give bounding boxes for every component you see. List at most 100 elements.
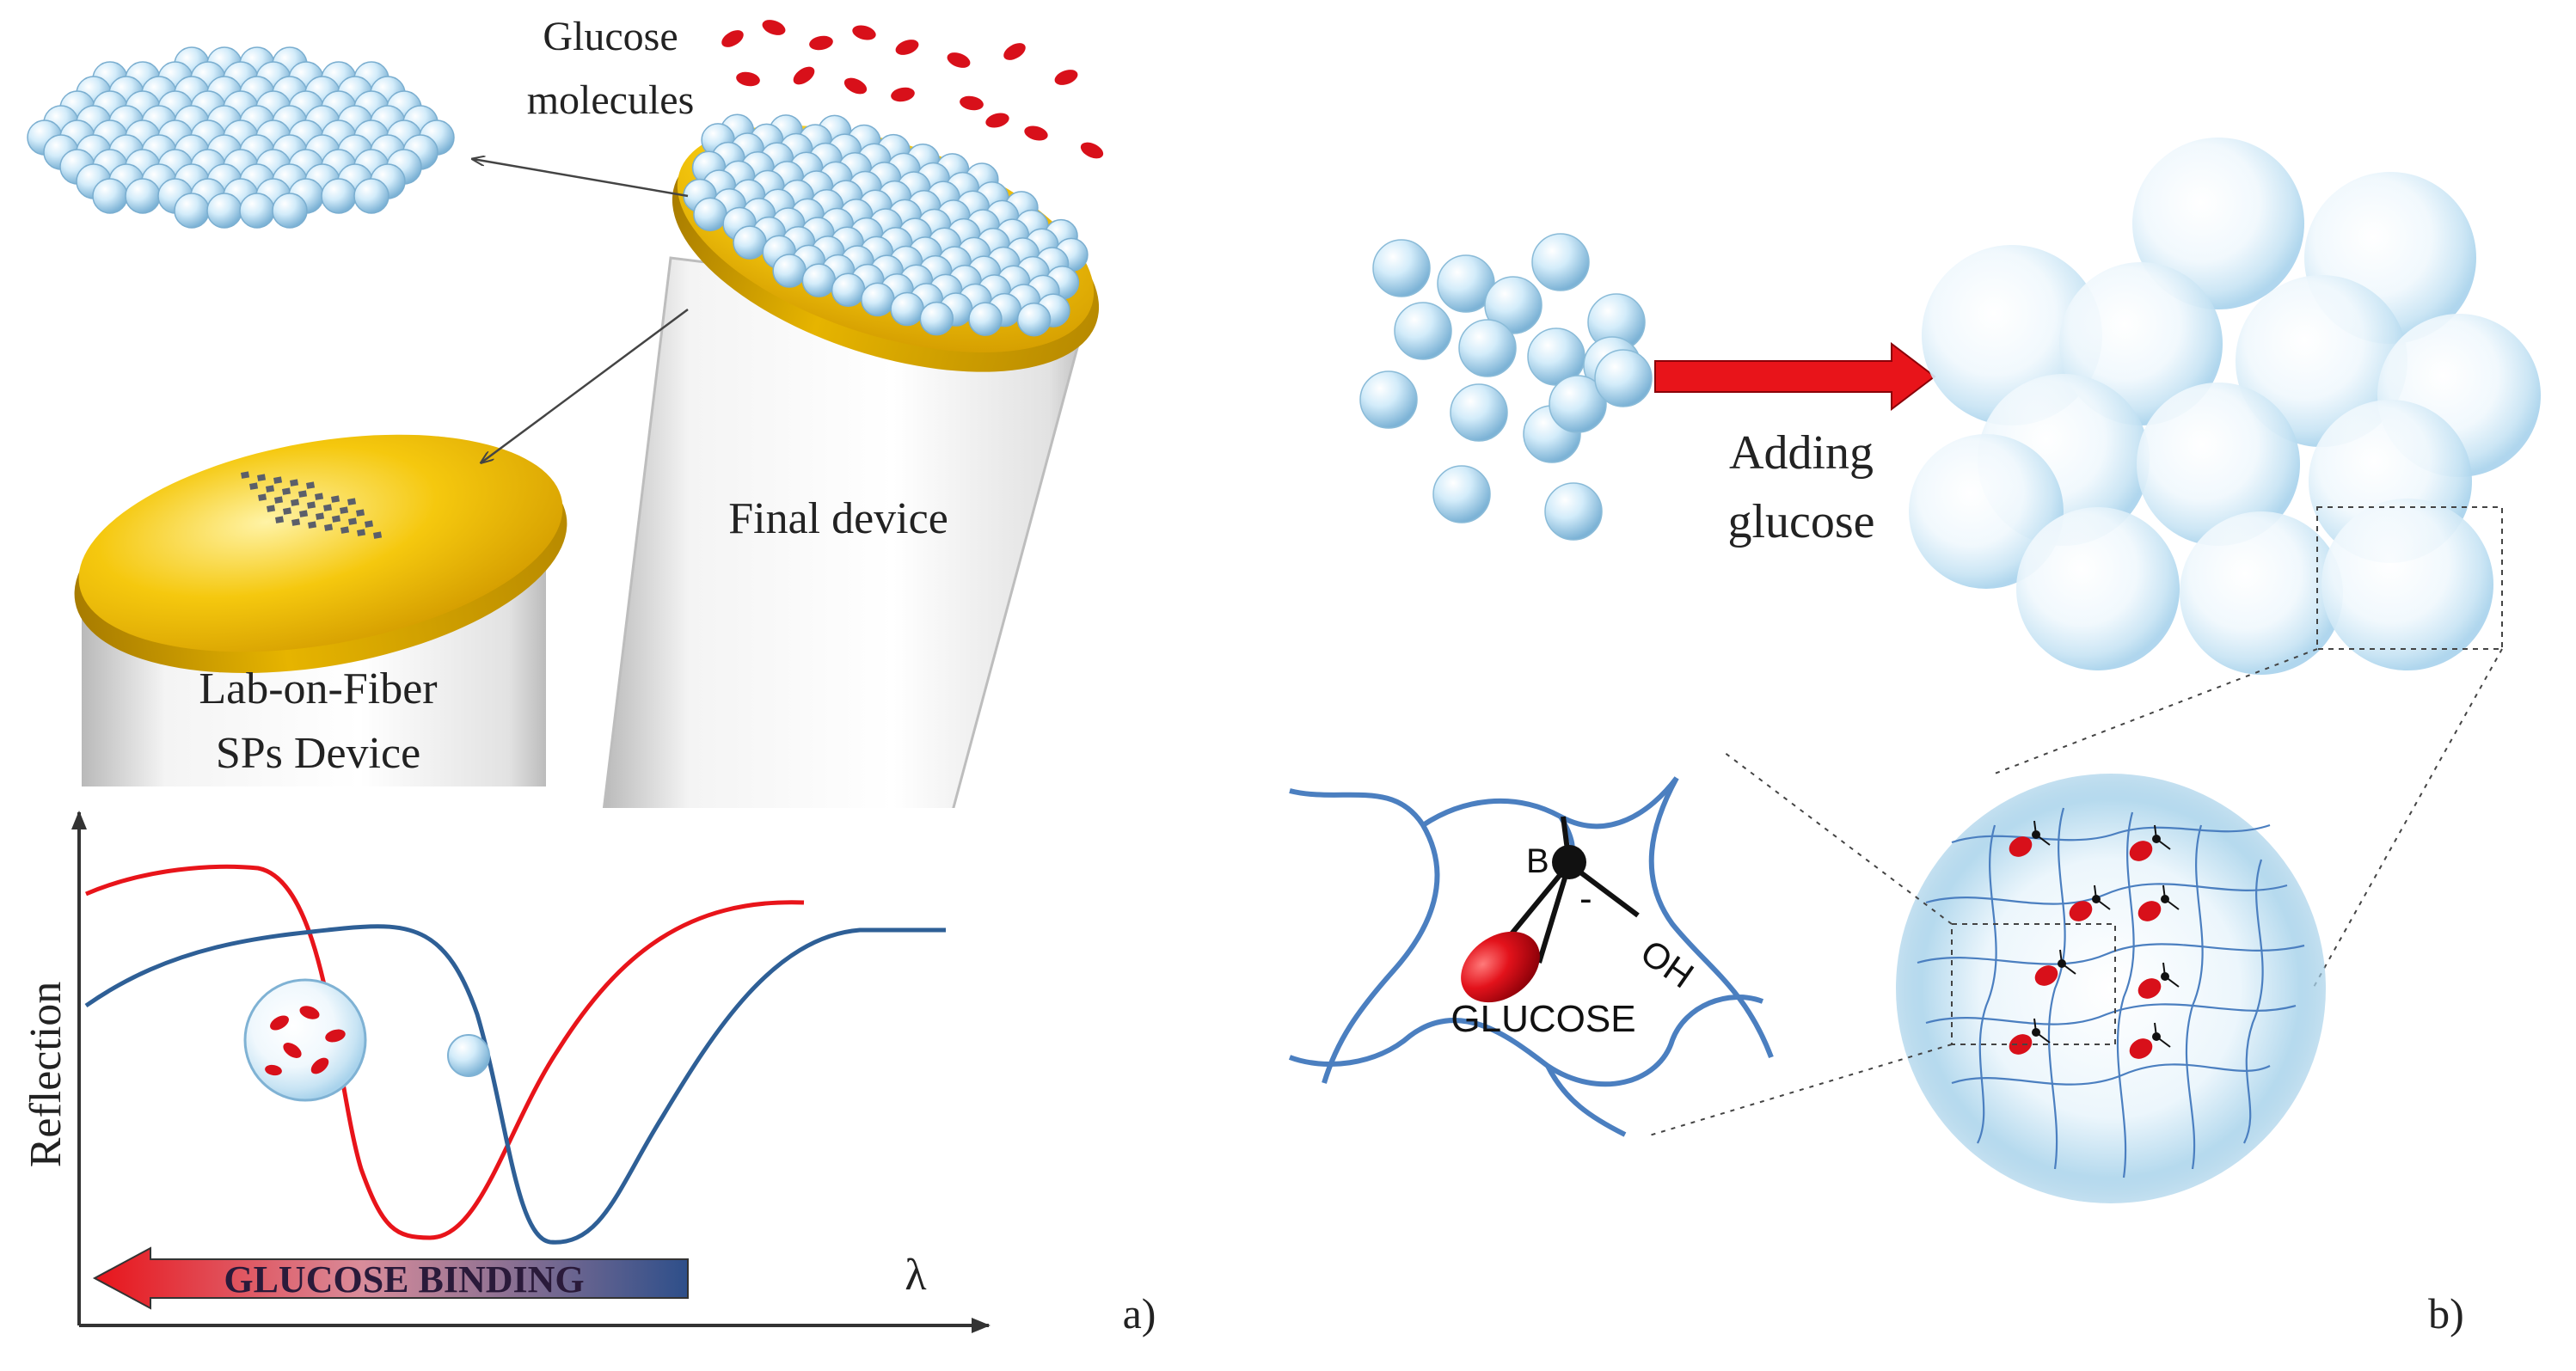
bond xyxy=(2061,963,2076,975)
microgel-with-glucose-icon xyxy=(243,978,367,1102)
glucose-molecule xyxy=(2009,1034,2033,1055)
bond xyxy=(2059,949,2063,964)
nanohole xyxy=(322,504,333,511)
nanohole xyxy=(248,482,259,490)
boron-label: B xyxy=(1526,842,1549,880)
nanohole xyxy=(340,506,349,514)
nanoparticle xyxy=(353,178,389,214)
glucose-molecule xyxy=(852,25,876,40)
nanohole xyxy=(356,509,365,517)
inner-guide-bottom xyxy=(1646,1044,1953,1137)
nanoparticle xyxy=(272,193,308,229)
nanohole xyxy=(298,510,309,517)
network-strand xyxy=(1951,1063,2271,1086)
nanohole xyxy=(297,490,308,498)
nanohole xyxy=(267,505,276,512)
nanoparticle xyxy=(801,263,837,297)
bond xyxy=(2156,838,2171,850)
nanoparticle xyxy=(693,197,727,232)
nanohole xyxy=(257,474,267,481)
bond xyxy=(2035,1031,2051,1044)
glucose-binding-label: GLUCOSE BINDING xyxy=(224,1258,584,1301)
network-strand xyxy=(2116,811,2135,1178)
nanoparticle xyxy=(174,193,210,229)
nanoparticle xyxy=(92,178,128,214)
nanohole xyxy=(306,481,316,489)
glucose-molecule xyxy=(2034,965,2058,986)
shrunk-microgel xyxy=(1359,370,1418,429)
inner-selection-box xyxy=(1951,923,2116,1045)
shrunk-microgel xyxy=(1531,233,1590,291)
nanohole xyxy=(291,518,301,526)
glucose-binding-arrow: GLUCOSE BINDING xyxy=(92,1246,689,1310)
nanoparticle-monolayer xyxy=(27,46,455,229)
glucose-molecule xyxy=(2137,978,2162,999)
zoom-guide-right xyxy=(2312,648,2503,989)
bond xyxy=(2154,1022,2157,1037)
reflection-plot: Reflection λ GLUCOSE BINDING xyxy=(21,808,991,1341)
network-strand xyxy=(1917,943,2305,965)
swollen-microgel xyxy=(2016,507,2180,670)
red-reflection-curve xyxy=(85,864,805,1240)
nanohole xyxy=(315,493,324,500)
bond xyxy=(2035,834,2051,846)
nanohole xyxy=(357,529,366,536)
bond xyxy=(2154,824,2157,840)
adding-glucose-label-line2: glucose xyxy=(1727,495,1874,548)
nanohole xyxy=(332,515,341,523)
swollen-microgel xyxy=(2180,511,2343,675)
bond-to-glucose-2 xyxy=(1536,863,1572,964)
nanohole xyxy=(241,471,250,479)
network-strand-2 xyxy=(1421,776,1679,829)
glucose-molecule xyxy=(2009,836,2033,857)
glucose-molecule xyxy=(843,77,868,95)
glucose-molecules-label-line2: molecules xyxy=(527,77,695,123)
nanohole-array xyxy=(241,471,383,539)
glucose-molecule xyxy=(1080,142,1104,159)
y-axis-label: Reflection xyxy=(21,982,71,1168)
glucose-molecule xyxy=(2137,901,2162,921)
final-device: Final device xyxy=(600,113,1100,890)
bound-glucose-molecules xyxy=(2009,820,2180,1059)
nanohole xyxy=(307,501,316,509)
nanoparticle xyxy=(968,302,1003,336)
lab-on-fiber-device: Lab-on-Fiber SPs Device xyxy=(74,434,567,786)
glucose-molecules-label-line1: Glucose xyxy=(543,14,678,59)
bond xyxy=(2162,884,2166,900)
zoom-guide-left xyxy=(1994,648,2318,774)
network-strand-4 xyxy=(1288,995,1764,1087)
glucose-molecule xyxy=(2129,841,2153,861)
glucose-molecule xyxy=(736,71,760,87)
nanohole xyxy=(290,479,299,487)
arrow-to-monolayer xyxy=(473,159,689,198)
shrunk-microgel xyxy=(1544,482,1603,541)
nanoparticles-on-device xyxy=(683,113,1089,337)
network-strand-1 xyxy=(1289,788,1440,1084)
glucose-molecule xyxy=(762,20,786,35)
shrunk-microgel xyxy=(1450,383,1508,442)
network-strand xyxy=(2243,859,2264,1144)
shrunk-microgel-cluster xyxy=(1359,233,1653,541)
panel-b-label: b) xyxy=(2428,1289,2464,1337)
glucose-molecule xyxy=(985,113,1009,128)
swollen-microgel xyxy=(2132,138,2304,309)
bond xyxy=(2164,976,2180,988)
network-strand xyxy=(1951,823,2271,844)
glucose-molecule xyxy=(1024,125,1048,141)
bond xyxy=(2094,884,2097,900)
nanohole xyxy=(340,526,350,534)
bond xyxy=(2033,820,2037,835)
nanohole xyxy=(331,495,340,503)
nanohole xyxy=(316,512,325,520)
nanohole xyxy=(373,531,383,539)
glucose-molecule xyxy=(891,87,915,102)
final-device-label: Final device xyxy=(728,494,948,543)
glucose-molecule xyxy=(1054,70,1078,85)
hydroxyl-label: OH xyxy=(1634,932,1702,996)
shrunk-microgel xyxy=(1432,465,1491,523)
glucose-molecule xyxy=(947,52,971,68)
bond xyxy=(2095,898,2111,910)
nanohole xyxy=(291,499,300,506)
bond xyxy=(2156,1036,2171,1048)
